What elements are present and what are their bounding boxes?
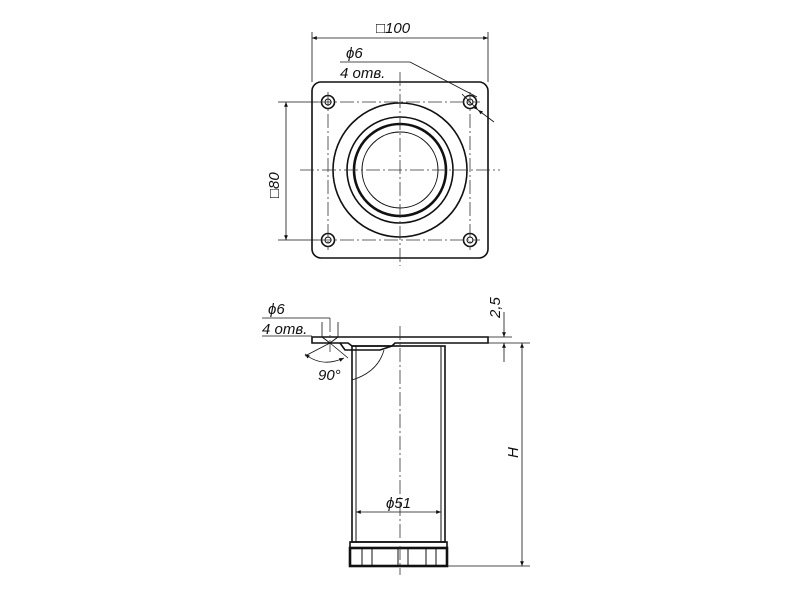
adjustable-foot	[348, 541, 449, 568]
side-hole-callout: ϕ6 4 отв.	[262, 301, 339, 338]
side-hole-diameter-label: ϕ6	[268, 301, 285, 318]
plate-width-dimension: □100	[311, 20, 489, 82]
side-flange-outline	[339, 342, 393, 351]
tube-diameter-label: ϕ51	[386, 495, 411, 512]
top-view: □100 □80 ϕ6 4 отв.	[266, 20, 500, 266]
side-view: 90° ϕ6 4 отв. 2,5 H ϕ51	[262, 296, 530, 575]
plate-thickness-label: 2,5	[487, 296, 504, 319]
top-hole-callout: ϕ6 4 отв.	[340, 45, 495, 123]
plate-thickness-dimension: 2,5	[487, 296, 530, 362]
plate-width-label: □100	[376, 20, 411, 37]
height-label: H	[505, 447, 522, 458]
countersink-angle-label: 90°	[318, 367, 341, 384]
plate-height-label: □80	[266, 172, 283, 198]
top-hole-count-label: 4 отв.	[340, 65, 385, 82]
plate-height-dimension: □80	[266, 101, 318, 241]
tube-body	[351, 345, 446, 543]
tube-diameter-dimension: ϕ51	[356, 495, 441, 514]
top-hole-diameter-label: ϕ6	[346, 45, 363, 62]
top-view-centerlines	[300, 72, 500, 266]
height-dimension: H	[447, 343, 530, 567]
side-hole-count-label: 4 отв.	[262, 321, 307, 338]
side-countersunk-hole	[321, 336, 339, 344]
countersink-angle-dimension: 90°	[304, 342, 385, 384]
